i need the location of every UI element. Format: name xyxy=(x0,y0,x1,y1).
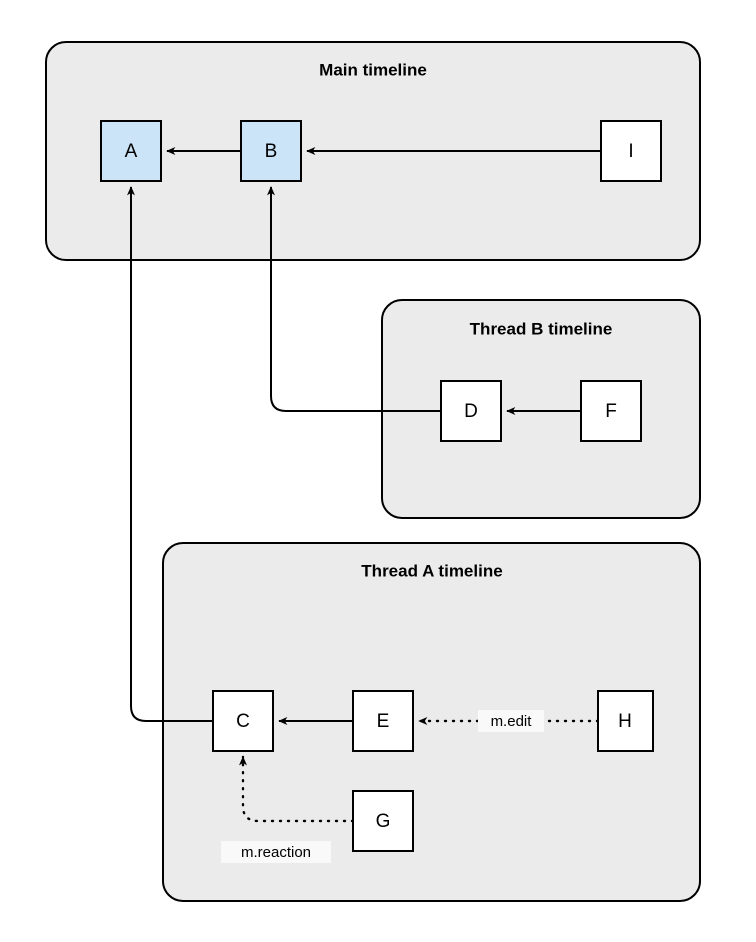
node-E[interactable]: E xyxy=(352,690,414,752)
node-F[interactable]: F xyxy=(580,380,642,442)
nodes-layer: A B I D F C E H G xyxy=(100,120,662,852)
node-box-B[interactable] xyxy=(240,120,302,182)
panel-title-thread_b: Thread B timeline xyxy=(470,319,613,338)
panel-background-thread_b xyxy=(381,299,701,519)
node-label-E: E xyxy=(377,711,390,732)
node-label-G: G xyxy=(376,811,391,832)
edge-label-text: m.edit xyxy=(491,713,533,730)
node-label-A: A xyxy=(125,141,138,162)
panel-title-main: Main timeline xyxy=(319,60,427,79)
node-box-H[interactable] xyxy=(597,690,654,752)
node-box-A[interactable] xyxy=(100,120,162,182)
node-label-I: I xyxy=(628,141,633,162)
node-label-H: H xyxy=(618,711,632,732)
node-B[interactable]: B xyxy=(240,120,302,182)
node-C[interactable]: C xyxy=(212,690,274,752)
edge-label-m-edit-label: m.edit xyxy=(478,710,544,732)
node-box-I[interactable] xyxy=(600,120,662,182)
node-D[interactable]: D xyxy=(440,380,502,442)
node-I[interactable]: I xyxy=(600,120,662,182)
node-label-B: B xyxy=(265,141,278,162)
node-box-G[interactable] xyxy=(352,790,414,852)
edge-label-background xyxy=(478,710,544,732)
edge-label-background xyxy=(221,841,331,863)
node-A[interactable]: A xyxy=(100,120,162,182)
panel-thread_b: Thread B timeline xyxy=(381,299,701,519)
node-box-E[interactable] xyxy=(352,690,414,752)
edge-d-to-b xyxy=(267,186,441,412)
node-H[interactable]: H xyxy=(597,690,654,752)
edge-g-to-c xyxy=(239,755,355,823)
edge-label-text: m.reaction xyxy=(241,844,311,861)
node-G[interactable]: G xyxy=(352,790,414,852)
node-label-F: F xyxy=(605,401,617,422)
node-box-C[interactable] xyxy=(212,690,274,752)
node-box-D[interactable] xyxy=(440,380,502,442)
node-label-C: C xyxy=(236,711,250,732)
panel-title-thread_a: Thread A timeline xyxy=(361,561,502,580)
edge-c-to-a xyxy=(127,186,213,722)
edge-label-m-reaction-label: m.reaction xyxy=(221,841,331,863)
node-box-F[interactable] xyxy=(580,380,642,442)
edge-labels-layer: m.edit m.reaction xyxy=(221,710,544,863)
node-label-D: D xyxy=(464,401,478,422)
